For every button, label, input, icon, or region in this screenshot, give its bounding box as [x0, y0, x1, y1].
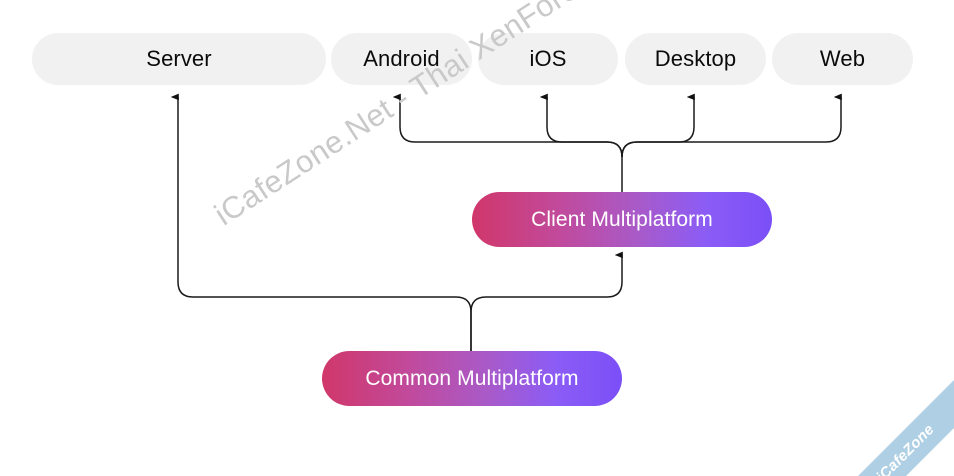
wire-client-to-android [392, 93, 623, 158]
platform-label-server: Server [146, 46, 212, 71]
module-label-client-multiplatform: Client Multiplatform [531, 207, 713, 231]
platform-pill-server[interactable]: Server [32, 33, 326, 85]
module-label-common-multiplatform: Common Multiplatform [365, 366, 579, 390]
module-pill-client-multiplatform[interactable]: Client Multiplatform [472, 192, 772, 247]
platform-pill-android[interactable]: Android [331, 33, 472, 85]
module-pill-common-multiplatform[interactable]: Common Multiplatform [322, 351, 622, 406]
platform-pill-ios[interactable]: iOS [478, 33, 618, 85]
wire-common-to-client [470, 251, 623, 351]
platform-label-android: Android [363, 46, 440, 71]
wire-common-stem [170, 93, 472, 351]
platform-label-web: Web [819, 46, 866, 71]
platform-label-ios: iOS [529, 46, 567, 71]
corner-ribbon: iCafeZone [825, 373, 954, 476]
wire-client-to-web [621, 93, 842, 158]
wire-client-to-ios [539, 93, 623, 158]
corner-ribbon-label: iCafeZone [872, 420, 938, 476]
platform-label-desktop: Desktop [654, 46, 737, 71]
platform-pill-desktop[interactable]: Desktop [625, 33, 766, 85]
platform-pill-web[interactable]: Web [772, 33, 913, 85]
wire-client-to-desktop [621, 93, 695, 158]
